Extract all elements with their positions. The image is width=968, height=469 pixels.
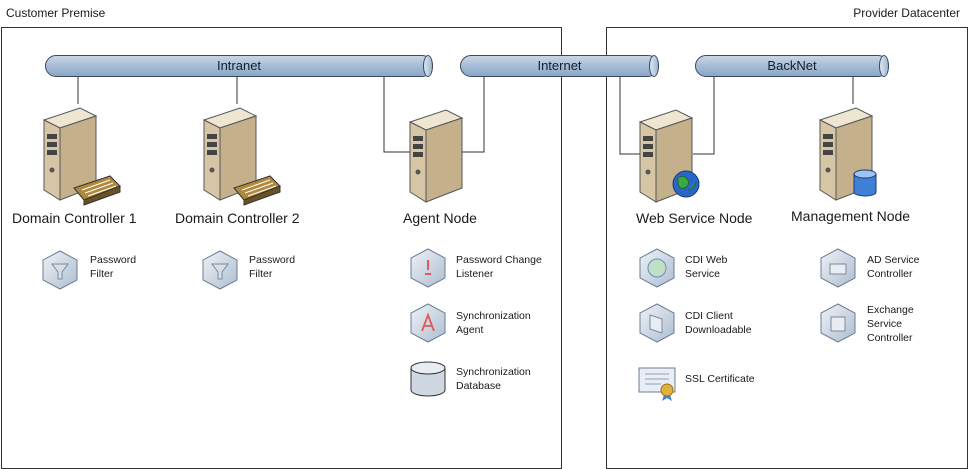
web-internet-link bbox=[619, 77, 641, 155]
intranet-bus: Intranet bbox=[45, 55, 433, 77]
client-download-icon bbox=[639, 303, 675, 343]
exchange-service-icon bbox=[820, 303, 856, 343]
provider-datacenter-label: Provider Datacenter bbox=[853, 6, 960, 20]
component-label-sync-db: Synchronization Database bbox=[456, 366, 531, 392]
database-icon bbox=[410, 361, 446, 397]
node-label-dc1: Domain Controller 1 bbox=[12, 210, 137, 226]
customer-premise-label: Customer Premise bbox=[6, 6, 106, 20]
component-label-exchange-service: Exchange Service Controller bbox=[867, 304, 914, 344]
component-label-cdi-client: CDI Client Downloadable bbox=[685, 310, 752, 336]
agent-internet-link bbox=[462, 77, 485, 153]
node-label-agent: Agent Node bbox=[403, 210, 477, 226]
component-label-dc1-filter: Password Filter bbox=[90, 254, 137, 280]
backnet-bus: BackNet bbox=[695, 55, 889, 77]
component-label-ad-service: AD Service Controller bbox=[867, 254, 920, 280]
node-label-web: Web Service Node bbox=[636, 210, 753, 226]
listener-icon bbox=[410, 248, 446, 288]
component-label-dc2-filter: Password Filter bbox=[249, 254, 296, 280]
backnet-label: BackNet bbox=[767, 58, 817, 73]
component-label-listener: Password Change Listener bbox=[456, 254, 542, 280]
sync-agent-icon bbox=[410, 303, 446, 343]
component-label-ssl: SSL Certificate bbox=[685, 373, 755, 385]
server-icon-agent bbox=[408, 109, 464, 203]
ad-service-icon bbox=[820, 248, 856, 288]
intranet-bus-cap bbox=[423, 55, 433, 77]
server-icon-dc2 bbox=[202, 107, 281, 206]
internet-bus: Internet bbox=[460, 55, 659, 77]
node-label-dc2: Domain Controller 2 bbox=[175, 210, 300, 226]
filter-icon-dc2 bbox=[202, 250, 238, 290]
web-service-icon bbox=[639, 248, 675, 288]
server-icon-web bbox=[638, 109, 700, 203]
backnet-bus-cap bbox=[879, 55, 889, 77]
node-label-mgmt: Management Node bbox=[791, 208, 911, 224]
server-icon-dc1 bbox=[42, 107, 121, 206]
filter-icon-dc1 bbox=[42, 250, 78, 290]
web-backnet-link bbox=[693, 77, 715, 155]
certificate-icon bbox=[638, 367, 676, 401]
server-icon-mgmt bbox=[818, 107, 877, 201]
agent-intranet-link bbox=[383, 77, 410, 153]
internet-bus-cap bbox=[649, 55, 659, 77]
component-label-cdi-web: CDI Web Service bbox=[685, 254, 728, 280]
internet-label: Internet bbox=[537, 58, 582, 73]
component-label-sync-agent: Synchronization Agent bbox=[456, 310, 531, 336]
intranet-label: Intranet bbox=[216, 58, 262, 73]
